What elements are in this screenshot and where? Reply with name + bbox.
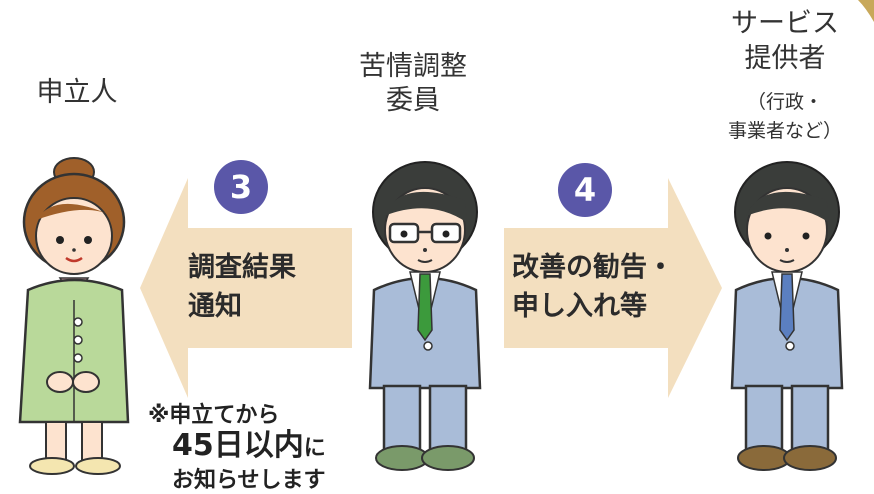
note-line2: 45日以内に	[148, 429, 368, 462]
right-arrow-shape	[504, 178, 722, 398]
step-3-badge: 3	[214, 160, 268, 214]
note-line2-rest: に	[303, 436, 326, 461]
note-emphasis: 45日以内	[172, 428, 304, 463]
step-4-text: 改善の勧告・ 申し入れ等	[512, 248, 702, 326]
provider-sub-line1: （行政・	[746, 91, 823, 113]
provider-label: サービス 提供者	[700, 6, 870, 76]
provider-sub-line2: 事業者など）	[727, 120, 842, 143]
step-3-text-line1: 調査結果	[188, 252, 296, 283]
applicant-label-text: 申立人	[36, 77, 118, 108]
deadline-note: ※申立てから 45日以内に お知らせします	[148, 397, 368, 494]
applicant-label: 申立人	[22, 76, 132, 110]
mediator-label: 苦情調整 委員	[338, 50, 488, 118]
step-3-text: 調査結果 通知	[188, 248, 358, 326]
mediator-figure	[368, 161, 482, 471]
provider-label-line2: 提供者	[744, 43, 826, 75]
provider-label-line1: サービス	[731, 8, 839, 39]
note-line1: ※申立てから	[148, 403, 280, 428]
mediator-label-line2: 委員	[386, 84, 440, 116]
note-line3: お知らせします	[172, 468, 326, 493]
step-3-text-line2: 通知	[188, 291, 242, 323]
step-4-text-line2: 申し入れ等	[512, 291, 647, 323]
corner-accent	[858, 0, 874, 22]
step-4-badge: 4	[558, 163, 612, 217]
applicant-figure	[18, 157, 130, 475]
step-4-text-line1: 改善の勧告・	[512, 252, 674, 283]
left-arrow-shape	[140, 178, 352, 398]
mediator-label-line1: 苦情調整	[359, 51, 467, 82]
provider-figure	[730, 161, 844, 471]
provider-sublabel: （行政・ 事業者など）	[705, 88, 865, 147]
